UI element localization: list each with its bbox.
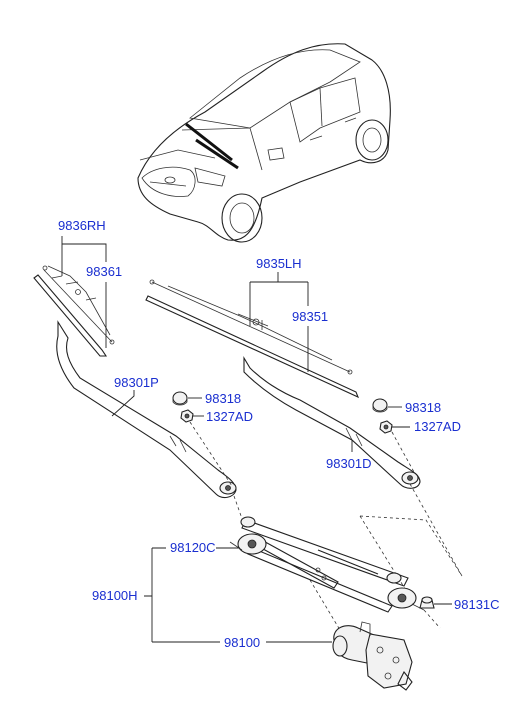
car-illustration bbox=[137, 43, 391, 243]
label-98301p: 98301P bbox=[114, 375, 159, 390]
label-98351: 98351 bbox=[292, 309, 328, 324]
label-98100h: 98100H bbox=[92, 588, 138, 603]
label-9835lh: 9835LH bbox=[256, 256, 302, 271]
wiper-blade-rh bbox=[33, 265, 115, 357]
wiper-arm-driver bbox=[243, 356, 421, 489]
cap-linkage-icon bbox=[419, 596, 435, 609]
cap-right-icon bbox=[372, 398, 388, 413]
nut-right-icon bbox=[379, 420, 393, 434]
wiper-blade-lh bbox=[145, 279, 360, 399]
label-1327ad-right: 1327AD bbox=[414, 419, 461, 434]
wiper-motor bbox=[332, 621, 413, 691]
nut-left-icon bbox=[180, 409, 194, 423]
label-9836rh: 9836RH bbox=[58, 218, 106, 233]
label-1327ad-left: 1327AD bbox=[206, 409, 253, 424]
label-98361: 98361 bbox=[86, 264, 122, 279]
part-labels: 9836RH 98361 9835LH 98351 98301P 98318 1… bbox=[58, 218, 500, 650]
assembly-guide-lines bbox=[189, 421, 463, 631]
leader-lines bbox=[61, 236, 452, 643]
label-98318-left: 98318 bbox=[205, 391, 241, 406]
cap-left-icon bbox=[172, 391, 188, 406]
wiper-arm-passenger bbox=[56, 320, 237, 499]
label-98131c: 98131C bbox=[454, 597, 500, 612]
label-98318-right: 98318 bbox=[405, 400, 441, 415]
label-98100: 98100 bbox=[224, 635, 260, 650]
label-98301d: 98301D bbox=[326, 456, 372, 471]
wiper-linkage bbox=[229, 516, 425, 613]
label-98120c: 98120C bbox=[170, 540, 216, 555]
